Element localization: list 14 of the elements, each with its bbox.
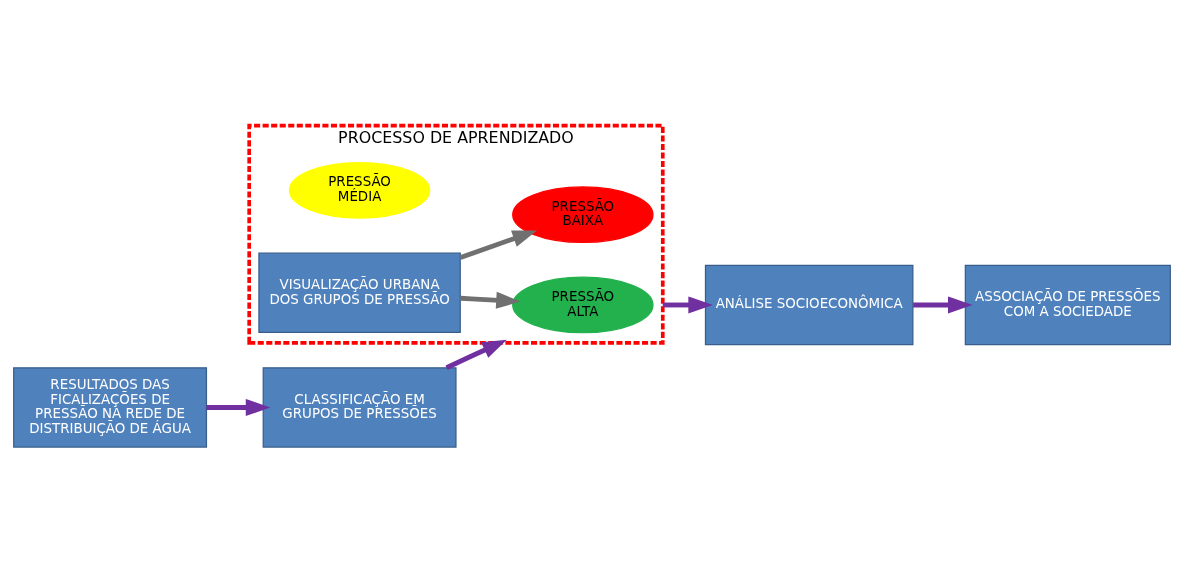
node-ellipse: PRESSÃO MÉDIA: [288, 161, 431, 219]
arrow: [459, 230, 537, 260]
node-ellipse: PRESSÃO BAIXA: [512, 186, 654, 244]
arrow: [206, 398, 271, 417]
arrow: [662, 296, 713, 314]
node-box: CLASSIFICAÇÃO EM GRUPOS DE PRESSÕES: [262, 367, 457, 448]
node-box: ANÁLISE SOCIOECONÔMICA: [704, 264, 914, 346]
node-ellipse: PRESSÃO ALTA: [512, 276, 654, 334]
arrow: [460, 291, 521, 309]
arrow: [445, 339, 507, 370]
arrow: [913, 296, 973, 314]
node-box: ASSOCIAÇÃO DE PRESSÕES COM A SOCIEDADE: [964, 264, 1171, 346]
node-box: VISUALIZAÇÃO URBANA DOS GRUPOS DE PRESSÃO: [258, 252, 461, 334]
node-box: RESULTADOS DAS FICALIZAÇÕES DE PRESSÃO NA REDE DE DISTRIBUIÇÃO DE ÁGUA: [13, 367, 208, 448]
